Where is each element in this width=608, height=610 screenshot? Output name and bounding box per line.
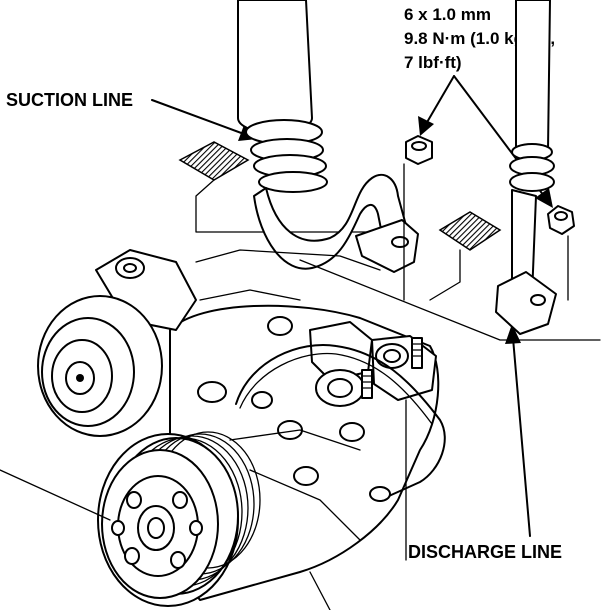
nut-icon [405, 135, 433, 165]
discharge-line-label: DISCHARGE LINE [408, 542, 562, 562]
suction-line-hose [237, 0, 419, 273]
reference-lines [0, 399, 407, 610]
ac-compressor [37, 249, 446, 607]
stud-bolt-icon [411, 337, 423, 369]
alignment-guides [299, 163, 601, 341]
discharge-leader-arrow [505, 324, 531, 537]
torque-spec-line2: 7 lbf·ft) [404, 53, 462, 72]
bolt-size-label: 6 x 1.0 mm [404, 5, 491, 24]
suction-line-label: SUCTION LINE [6, 90, 133, 110]
discharge-line-hose [495, 0, 557, 335]
nut-icon [547, 205, 575, 235]
hatch-marker-icon [429, 211, 502, 301]
stud-bolt-icon [361, 369, 373, 399]
